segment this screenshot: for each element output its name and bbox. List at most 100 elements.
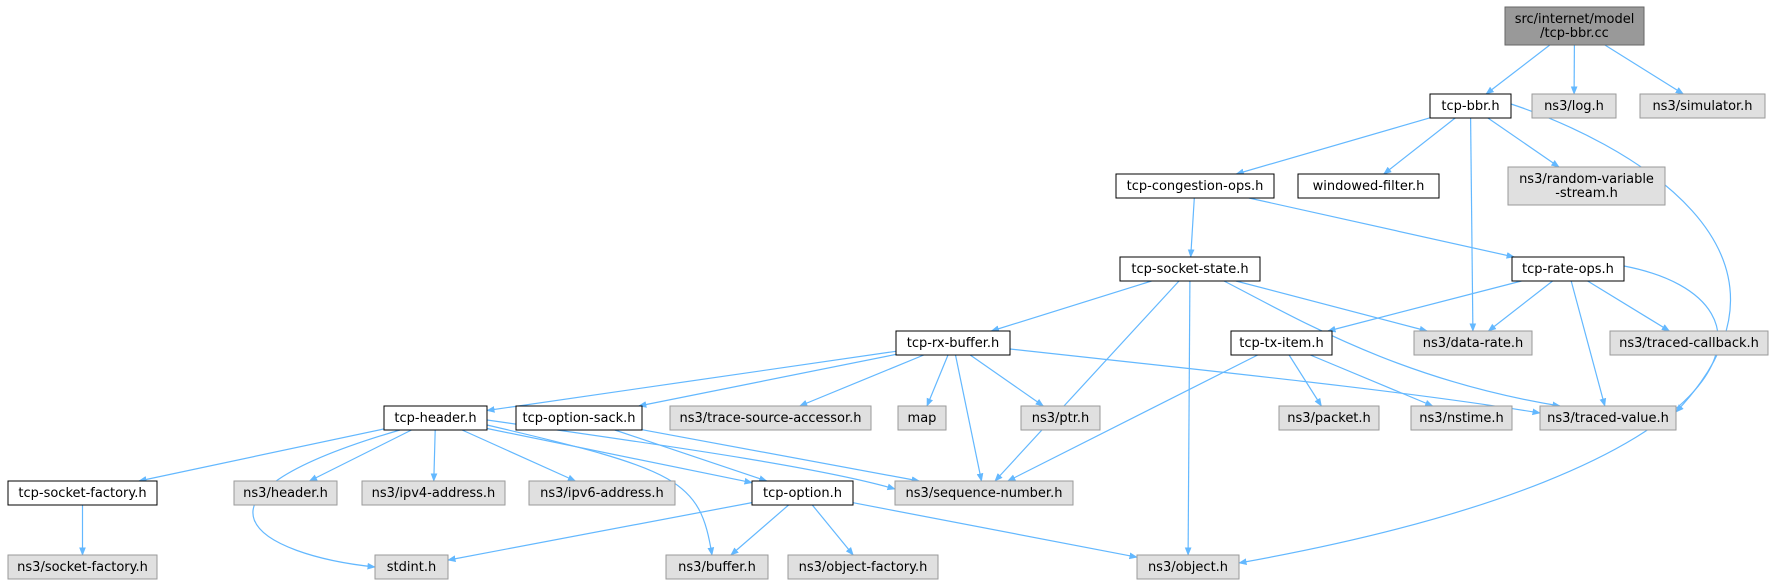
edge-tcp-header-to-tcp-option [486,427,753,485]
node-box [7,554,158,580]
node-box [1429,93,1512,119]
edge-tcp-bbr-to-windowed [1383,117,1456,175]
node-tx-item[interactable]: tcp-tx-item.h [1230,330,1333,356]
node-label: ns3/socket-factory.h [17,560,148,575]
node-ipv4: ns3/ipv4-address.h [361,480,506,506]
edge-rate-ops-to-traced-val [1570,280,1607,407]
node-box [1639,93,1766,119]
edge-root-to-simulator [1604,44,1685,95]
node-label: ns3/nstime.h [1419,411,1503,426]
node-obj-factory: ns3/object-factory.h [787,554,939,580]
node-traced-cb: ns3/traced-callback.h [1609,330,1769,356]
node-label: tcp-option.h [763,486,842,501]
node-label: ns3/buffer.h [678,560,756,575]
node-label: ns3/traced-callback.h [1619,336,1759,351]
node-ns3-sock-factory: ns3/socket-factory.h [7,554,158,580]
edge-sock-state-to-rx-buffer [990,280,1152,332]
node-log: ns3/log.h [1531,93,1617,119]
edge-tcp-header-to-stdint [252,429,401,570]
node-sock-factory[interactable]: tcp-socket-factory.h [7,480,158,506]
node-label: tcp-congestion-ops.h [1127,179,1264,194]
node-label: ns3/simulator.h [1652,99,1752,114]
node-label: tcp-rate-ops.h [1522,262,1614,277]
edge-rx-buffer-to-seqnum [954,354,984,482]
node-box [1230,330,1333,356]
node-box [1136,554,1240,580]
node-box [1531,93,1617,119]
node-box [1609,330,1769,356]
node-box [669,405,872,431]
node-tcp-option[interactable]: tcp-option.h [751,480,854,506]
node-label: tcp-option-sack.h [522,411,635,426]
edge-rx-buffer-to-traced-val [1009,348,1541,416]
edge-tcp-header-to-sock-factory [138,428,385,483]
edge-rate-ops-to-tx-item [1327,280,1522,333]
node-label: ns3/traced-value.h [1547,411,1669,426]
node-label: tcp-header.h [394,411,476,426]
edges-layer [79,44,1732,570]
node-box [1410,405,1513,431]
node-rate-ops[interactable]: tcp-rate-ops.h [1511,256,1625,282]
node-box [1504,6,1645,46]
node-label: ns3/header.h [243,486,328,501]
node-label: ns3/ptr.h [1032,411,1090,426]
node-label: tcp-socket-factory.h [18,486,146,501]
edge-tx-item-to-packet [1288,354,1322,407]
node-nstime: ns3/nstime.h [1410,405,1513,431]
edge-rate-ops-to-object [1238,265,1719,565]
node-box [374,554,449,580]
node-label: ns3/ipv4-address.h [372,486,496,501]
node-tcp-bbr[interactable]: tcp-bbr.h [1429,93,1512,119]
node-box [528,480,676,506]
node-label: tcp-rx-buffer.h [907,336,1000,351]
node-label: ns3/log.h [1544,99,1604,114]
edge-rate-ops-to-traced-cb [1587,280,1671,332]
node-rx-buffer[interactable]: tcp-rx-buffer.h [895,330,1011,356]
node-sock-state[interactable]: tcp-socket-state.h [1119,256,1261,282]
nodes-layer: src/internet/model/tcp-bbr.cc tcp-bbr.h ns… [7,6,1769,580]
node-box [1413,330,1533,356]
edge-tcp-bbr-to-data-rate [1469,117,1477,332]
node-label: /tcp-bbr.cc [1540,26,1609,41]
edge-tcp-option-to-buffer [730,504,789,556]
edge-cong-ops-to-sock-state [1187,197,1195,258]
node-root[interactable]: src/internet/model/tcp-bbr.cc [1504,6,1645,46]
edge-cong-ops-to-rate-ops [1248,197,1515,259]
node-label: -stream.h [1555,186,1618,201]
node-object: ns3/object.h [1136,554,1240,580]
edge-tcp-header-to-header [308,429,412,482]
edge-sock-state-to-seqnum [994,280,1180,482]
node-ipv6: ns3/ipv6-address.h [528,480,676,506]
node-box [515,405,643,431]
node-simulator: ns3/simulator.h [1639,93,1766,119]
edge-tx-item-to-seqnum [1007,354,1258,482]
node-box [897,405,947,431]
node-box [1539,405,1677,431]
node-tcp-header[interactable]: tcp-header.h [383,405,488,431]
node-label: ns3/trace-source-accessor.h [679,411,861,426]
node-opt-sack[interactable]: tcp-option-sack.h [515,405,643,431]
edge-opt-sack-to-seqnum [641,429,921,483]
node-buffer: ns3/buffer.h [665,554,769,580]
node-label: ns3/sequence-number.h [906,486,1063,501]
node-label: ns3/data-rate.h [1423,336,1523,351]
edge-tcp-option-to-object [852,502,1138,560]
edge-tcp-option-to-stdint [447,502,753,562]
node-stdint: stdint.h [374,554,449,580]
node-windowed[interactable]: windowed-filter.h [1297,173,1440,199]
node-ptr: ns3/ptr.h [1020,405,1101,431]
node-label: tcp-socket-state.h [1131,262,1248,277]
node-box [895,330,1011,356]
node-box [383,405,488,431]
node-seqnum: ns3/sequence-number.h [894,480,1074,506]
node-box [1115,173,1275,199]
edge-opt-sack-to-tcp-option [614,429,768,482]
node-label: src/internet/model [1515,12,1635,27]
edge-rx-buffer-to-tsa [798,354,925,407]
edge-tcp-header-to-ipv4 [430,429,438,482]
edge-rx-buffer-to-opt-sack [637,353,897,408]
node-cong-ops[interactable]: tcp-congestion-ops.h [1115,173,1275,199]
edge-sock-state-to-data-rate [1235,280,1428,333]
edge-rx-buffer-to-map [926,354,949,407]
